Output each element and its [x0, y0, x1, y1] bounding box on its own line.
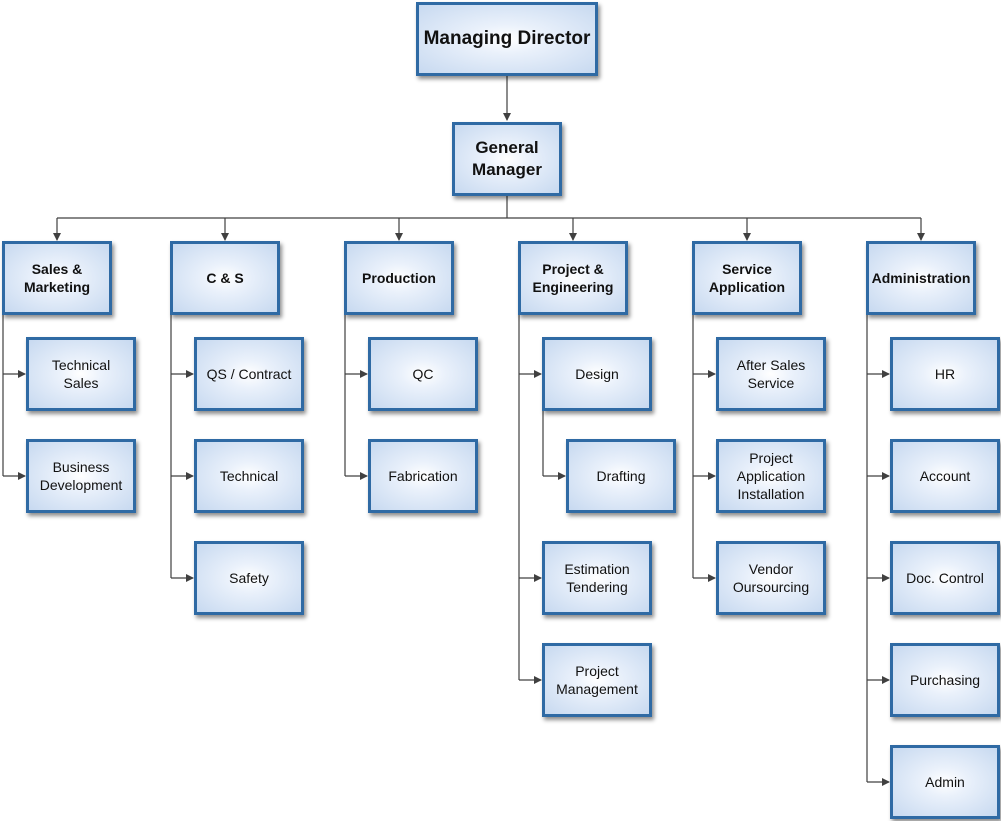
unit-after-sales-service: After Sales Service — [716, 337, 826, 411]
unit-purchasing: Purchasing — [890, 643, 1000, 717]
unit-hr: HR — [890, 337, 1000, 411]
node-label: QC — [412, 365, 434, 382]
unit-admin: Admin — [890, 745, 1000, 819]
node-label: Project Management — [556, 662, 638, 697]
node-label: QS / Contract — [206, 365, 292, 382]
node-label: Drafting — [596, 467, 646, 484]
unit-account: Account — [890, 439, 1000, 513]
node-label: Purchasing — [909, 671, 981, 688]
unit-estimation-tendering: Estimation Tendering — [542, 541, 652, 615]
node-label: Vendor Oursourcing — [732, 560, 810, 595]
node-label: Production — [362, 269, 436, 286]
dept-service-application: Service Application — [692, 241, 802, 315]
node-label: Service Application — [708, 260, 786, 295]
unit-technical-sales: Technical Sales — [26, 337, 136, 411]
node-label: Managing Director — [423, 27, 591, 49]
node-label: Project & Engineering — [532, 260, 614, 295]
dept-production: Production — [344, 241, 454, 315]
node-label: Safety — [229, 569, 269, 586]
node-label: HR — [934, 365, 956, 382]
unit-fabrication: Fabrication — [368, 439, 478, 513]
node-label: Doc. Control — [906, 569, 984, 586]
unit-business-development: Business Development — [26, 439, 136, 513]
unit-technical: Technical — [194, 439, 304, 513]
node-label: Account — [919, 467, 971, 484]
unit-vendor-oursourcing: Vendor Oursourcing — [716, 541, 826, 615]
dept-project-engineering: Project & Engineering — [518, 241, 628, 315]
node-label: General Manager — [472, 137, 542, 179]
unit-safety: Safety — [194, 541, 304, 615]
node-label: Administration — [871, 269, 971, 286]
node-managing-director: Managing Director — [416, 2, 598, 76]
unit-qc: QC — [368, 337, 478, 411]
node-label: Admin — [925, 773, 965, 790]
node-label: C & S — [206, 269, 244, 286]
unit-project-application-installation: Project Application Installation — [716, 439, 826, 513]
node-label: Technical Sales — [51, 356, 111, 391]
node-label: Estimation Tendering — [564, 560, 630, 595]
unit-design: Design — [542, 337, 652, 411]
node-label: Business Development — [39, 458, 123, 493]
node-label: Fabrication — [388, 467, 458, 484]
unit-drafting: Drafting — [566, 439, 676, 513]
dept-administration: Administration — [866, 241, 976, 315]
node-label: Technical — [219, 467, 279, 484]
node-label: Sales & Marketing — [23, 260, 91, 295]
node-label: Design — [575, 365, 619, 382]
dept-sales-marketing: Sales & Marketing — [2, 241, 112, 315]
node-label: Project Application Installation — [736, 449, 806, 503]
unit-project-management: Project Management — [542, 643, 652, 717]
dept-c-s: C & S — [170, 241, 280, 315]
node-general-manager: General Manager — [452, 122, 562, 196]
node-label: After Sales Service — [736, 356, 806, 391]
unit-qs-contract: QS / Contract — [194, 337, 304, 411]
unit-doc-control: Doc. Control — [890, 541, 1000, 615]
